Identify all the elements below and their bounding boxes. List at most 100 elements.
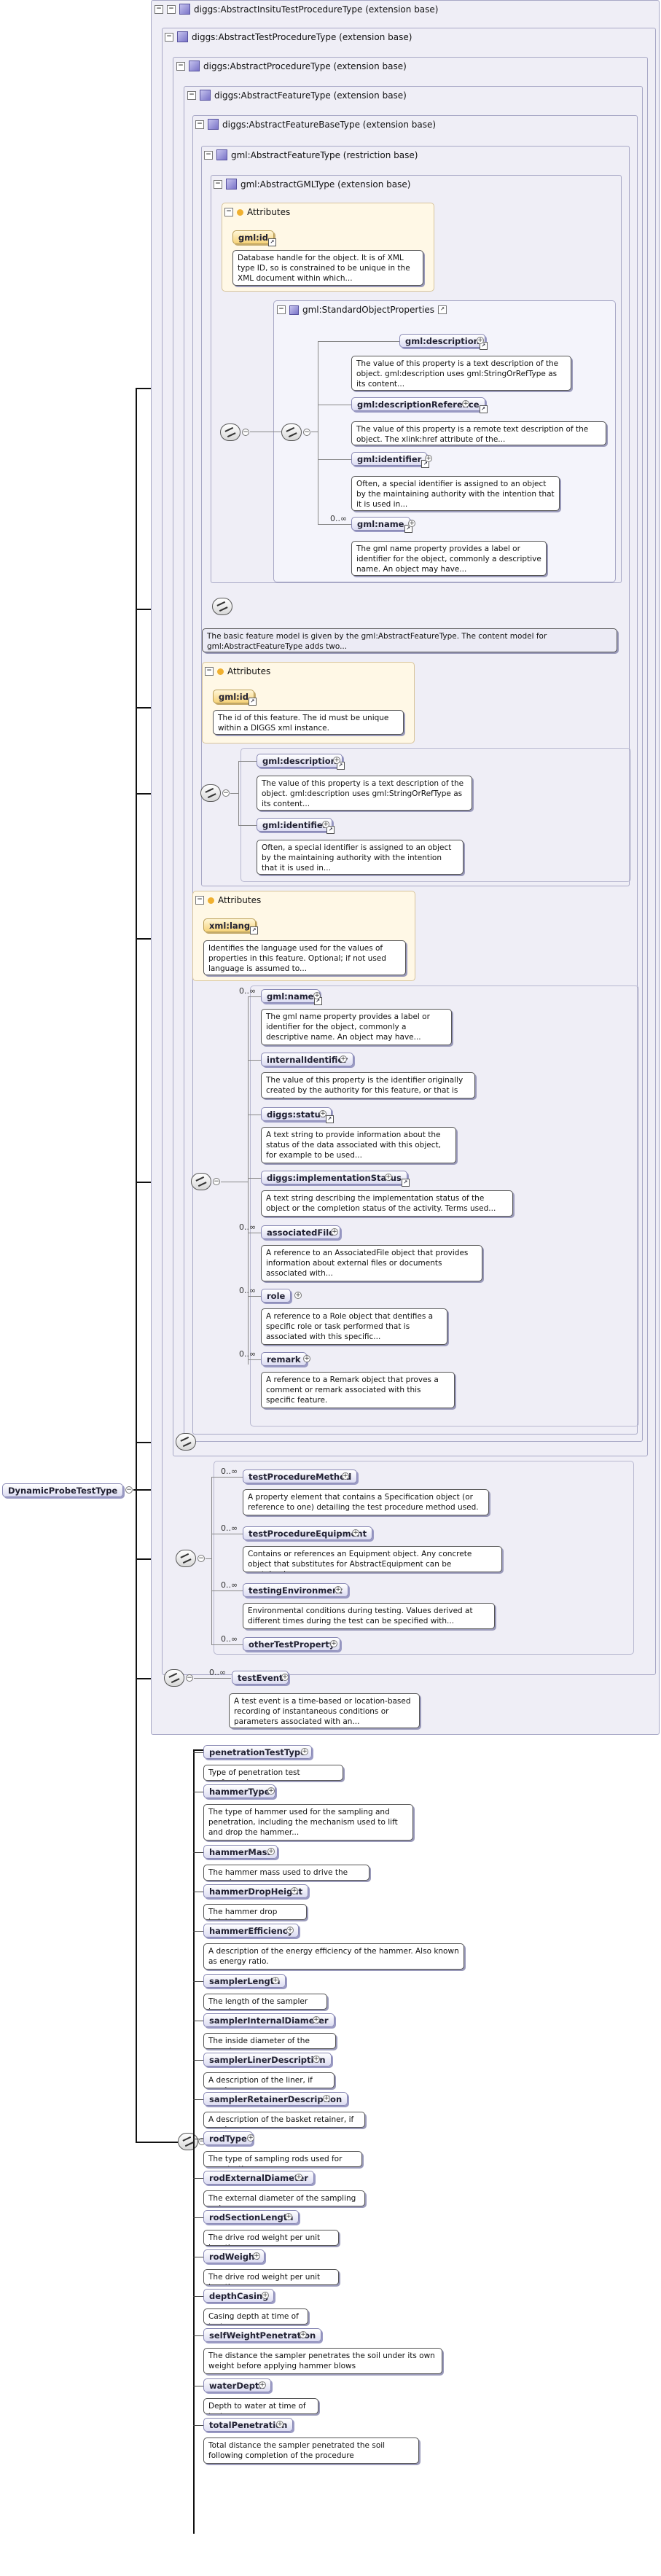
sequence-compositor-icon[interactable] (191, 1173, 211, 1190)
expand-toggle[interactable]: − (242, 429, 249, 436)
sequence-compositor-icon[interactable] (176, 1433, 196, 1451)
expand-toggle[interactable]: + (285, 2213, 292, 2220)
expand-toggle[interactable]: − (222, 789, 230, 797)
collapse-toggle[interactable]: − (195, 896, 204, 905)
expand-toggle[interactable]: + (340, 1055, 347, 1063)
element-samplerlinerdescription[interactable]: samplerLinerDescription (203, 2053, 332, 2066)
expand-toggle[interactable]: + (281, 1674, 289, 1681)
expand-toggle[interactable]: + (323, 2095, 330, 2102)
sequence-compositor-icon[interactable] (281, 424, 302, 441)
element-rodweight[interactable]: rodWeight (203, 2249, 265, 2263)
expand-toggle[interactable]: + (267, 1787, 275, 1795)
collapse-toggle[interactable]: − (165, 32, 173, 42)
expand-toggle[interactable]: − (213, 1178, 220, 1185)
std-element-gml-identifier[interactable]: gml:identifier↗ (351, 452, 430, 468)
expand-toggle[interactable]: + (291, 1887, 298, 1894)
collapse-toggle[interactable]: − (176, 61, 185, 71)
element-diggs-implementationstatus[interactable]: diggs:implementationStatus↗ (261, 1171, 410, 1187)
test-procedure-type-header[interactable]: − diggs:AbstractTestProcedureType (exten… (165, 31, 412, 42)
expand-toggle[interactable]: + (272, 1977, 279, 1984)
expand-toggle[interactable]: + (333, 757, 340, 764)
expand-toggle[interactable]: − (303, 429, 310, 436)
element-rodexternaldiameter[interactable]: rodExternalDiameter (203, 2171, 314, 2185)
gml-feature-type-header[interactable]: − gml:AbstractFeatureType (restriction b… (204, 149, 418, 160)
expand-toggle[interactable]: + (385, 1174, 392, 1181)
element-selfweightpenetration[interactable]: selfWeightPenetration (203, 2328, 322, 2342)
element-rodtype[interactable]: rodType (203, 2131, 253, 2145)
element-diggs-status[interactable]: diggs:status↗ (261, 1107, 334, 1123)
insitu-type-header[interactable]: − − diggs:AbstractInsituTestProcedureTyp… (155, 4, 438, 15)
element-penetrationtesttype[interactable]: penetrationTestType (203, 1745, 312, 1759)
expand-toggle[interactable]: + (262, 2292, 269, 2299)
collapse-toggle[interactable]: − (187, 90, 196, 100)
element-samplerretainerdescription[interactable]: samplerRetainerDescription (203, 2092, 348, 2106)
element-hammerdropheight[interactable]: hammerDropHeight (203, 1884, 309, 1898)
element-depthcasing[interactable]: depthCasing (203, 2289, 275, 2303)
element-samplerinternaldiameter[interactable]: samplerInternalDiameter (203, 2013, 335, 2027)
element-hammertype[interactable]: hammerType (203, 1784, 276, 1798)
collapse-toggle[interactable]: − (195, 120, 204, 129)
sequence-compositor-icon[interactable] (212, 598, 232, 615)
xml-lang-attribute[interactable]: xml:lang↗ (203, 918, 259, 934)
expand-toggle[interactable]: + (313, 2056, 320, 2063)
collapse-toggle[interactable]: − (277, 305, 286, 314)
gml-id-attribute[interactable]: gml:id↗ (232, 230, 276, 246)
expand-toggle[interactable]: + (286, 1927, 294, 1934)
element-samplerlength[interactable]: samplerLength (203, 1974, 286, 1988)
std-props-header[interactable]: − gml:StandardObjectProperties ↗ (277, 305, 447, 315)
expand-toggle[interactable]: + (303, 1355, 310, 1362)
std-element-gml-name[interactable]: gml:name↗ (351, 517, 412, 533)
element-waterdepth[interactable]: waterDepth (203, 2378, 271, 2392)
element-testingenvironment[interactable]: testingEnvironment (243, 1583, 348, 1597)
sequence-compositor-icon[interactable] (220, 424, 240, 441)
std-element-gml-description[interactable]: gml:description↗ (399, 334, 488, 350)
sequence-compositor-icon[interactable] (200, 784, 221, 802)
expand-toggle[interactable]: + (313, 992, 321, 999)
collapse-toggle[interactable]: − (214, 179, 222, 189)
attributes-header[interactable]: − Attributes (224, 207, 290, 217)
feature-gml-id-attribute[interactable]: gml:id↗ (213, 690, 257, 706)
element-remark[interactable]: remark (261, 1352, 307, 1366)
element-associatedfile[interactable]: associatedFile (261, 1225, 340, 1239)
expand-toggle[interactable]: + (300, 2331, 307, 2338)
insitu-element-testEvent[interactable]: testEvent (232, 1671, 289, 1685)
expand-toggle[interactable]: + (408, 520, 415, 527)
feature-type-header[interactable]: − diggs:AbstractFeatureType (extension b… (187, 90, 407, 101)
element-internalidentifier[interactable]: internalIdentifier (261, 1053, 353, 1066)
collapse-toggle[interactable]: − (155, 4, 163, 14)
expand-toggle[interactable]: + (247, 2134, 254, 2142)
collapse-toggle[interactable]: − (224, 208, 233, 216)
expand-toggle[interactable]: + (313, 2016, 320, 2023)
expand-toggle[interactable]: + (352, 1529, 359, 1537)
collapse-toggle[interactable]: − (167, 4, 176, 14)
expand-toggle[interactable]: + (462, 400, 469, 407)
element-rodsectionlength[interactable]: rodSectionLength (203, 2210, 300, 2224)
expand-toggle[interactable]: + (294, 1292, 302, 1299)
element-gml-name[interactable]: gml:name↗ (261, 989, 322, 1005)
element-hammermass[interactable]: hammerMass (203, 1845, 278, 1859)
attributes-header[interactable]: − Attributes (205, 666, 270, 676)
attributes-header[interactable]: − Attributes (195, 895, 261, 905)
sequence-compositor-icon[interactable] (176, 1550, 196, 1567)
expand-toggle[interactable]: + (295, 2174, 302, 2181)
element-hammerefficiency[interactable]: hammerEfficiency (203, 1924, 300, 1937)
collapse-toggle[interactable]: − (205, 667, 214, 676)
root-element[interactable]: DynamicProbeTestType (2, 1483, 124, 1497)
expand-toggle[interactable]: + (276, 2421, 283, 2428)
root-expand-toggle[interactable]: − (125, 1486, 133, 1494)
element-totalpenetration[interactable]: totalPenetration (203, 2418, 294, 2432)
expand-toggle[interactable]: + (259, 2381, 266, 2389)
expand-toggle[interactable]: + (425, 455, 432, 462)
element-testproceduremethod[interactable]: testProcedureMethod (243, 1470, 358, 1483)
expand-toggle[interactable]: + (322, 821, 329, 828)
collapse-toggle[interactable]: − (204, 150, 213, 160)
expand-toggle[interactable]: + (331, 1228, 338, 1236)
std-element-gml-descriptionReference[interactable]: gml:descriptionReference↗ (351, 397, 488, 413)
expand-toggle[interactable]: + (330, 1640, 337, 1647)
procedure-type-header[interactable]: − diggs:AbstractProcedureType (extension… (176, 61, 407, 71)
expand-toggle[interactable]: − (197, 1555, 205, 1562)
sequence-compositor-icon[interactable] (178, 2133, 198, 2150)
gml-gml-type-header[interactable]: − gml:AbstractGMLType (extension base) (214, 179, 410, 190)
expand-toggle[interactable]: + (342, 1472, 349, 1480)
expand-toggle[interactable]: + (477, 337, 484, 344)
